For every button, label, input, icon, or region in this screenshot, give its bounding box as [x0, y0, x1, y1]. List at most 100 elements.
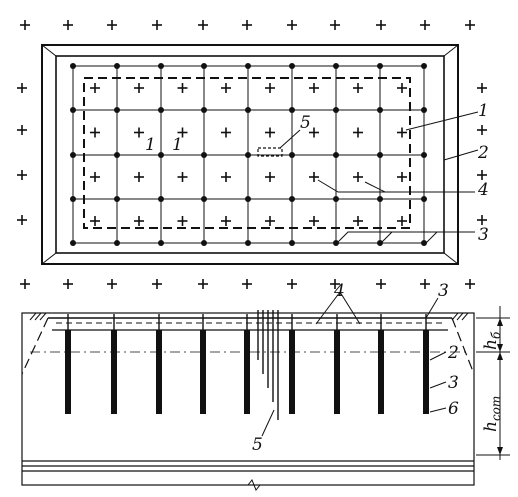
pile-node: [377, 63, 383, 69]
inner-frame: [55, 55, 445, 254]
dimension-arrow: [497, 447, 503, 455]
callout-5: 5: [300, 113, 311, 133]
svg-text:hcom: hcom: [481, 396, 503, 432]
callout-2: 2: [477, 143, 489, 163]
pile-node: [158, 152, 164, 158]
section-view: 4 3 2 3 6 5 hб hcom: [21, 281, 510, 491]
leader-1: [405, 111, 479, 131]
pile-node: [158, 107, 164, 113]
leader-2: [443, 149, 479, 161]
pile-node: [377, 240, 383, 246]
pile-node: [70, 240, 76, 246]
section-mark-left: 1: [145, 135, 156, 155]
pile-node: [114, 152, 120, 158]
pile-node: [333, 63, 339, 69]
pile-node: [70, 107, 76, 113]
frame-corner: [41, 252, 57, 265]
pile-node: [421, 63, 427, 69]
pile-node: [289, 63, 295, 69]
inner-crosses: [90, 83, 407, 226]
callout-4: 4: [477, 180, 489, 200]
pile-node: [114, 63, 120, 69]
frame-corner: [443, 252, 459, 265]
slope-right: [451, 317, 475, 375]
leader-4b: [364, 181, 386, 193]
pile: [244, 330, 250, 414]
surrounding-crosses: [17, 20, 487, 225]
callout-1: 1: [478, 101, 489, 121]
section-callout-3: 3: [448, 373, 459, 393]
pile-node: [333, 240, 339, 246]
dimension-label-hcom: hcom: [481, 396, 503, 432]
leader-4-left: [315, 291, 341, 325]
pile-node: [421, 240, 427, 246]
pile: [65, 330, 71, 414]
pile-node: [158, 240, 164, 246]
pile-node: [421, 107, 427, 113]
outer-frame: [41, 44, 459, 265]
ground-hatch-right: [451, 312, 469, 321]
pile-node: [289, 240, 295, 246]
piles: [65, 310, 429, 420]
pile: [156, 330, 162, 414]
pile-node: [421, 196, 427, 202]
pile-nodes: [70, 63, 427, 246]
pile-node: [70, 152, 76, 158]
pile: [289, 330, 295, 414]
pile-node: [245, 152, 251, 158]
pile: [334, 330, 340, 414]
callout-3: 3: [478, 225, 489, 245]
pile-node: [245, 63, 251, 69]
leader-2: [429, 351, 447, 361]
section-callout-6: 6: [448, 399, 459, 419]
pile-node: [377, 196, 383, 202]
pile-node: [377, 107, 383, 113]
leader-5: [261, 409, 275, 437]
pile: [200, 330, 206, 414]
leader-6: [429, 407, 447, 413]
pile-node: [201, 63, 207, 69]
section-callout-2: 2: [447, 343, 459, 363]
pile-node: [158, 196, 164, 202]
leader-5: [279, 129, 301, 149]
pile-node: [333, 196, 339, 202]
leader-4-right: [339, 291, 361, 325]
pile-node: [158, 63, 164, 69]
section-callout-3-top: 3: [438, 281, 449, 301]
dimension-arrow: [497, 344, 503, 352]
pile-node: [377, 152, 383, 158]
pile-node: [201, 240, 207, 246]
pile-node: [114, 240, 120, 246]
leader-3: [336, 231, 475, 244]
pile-node: [289, 107, 295, 113]
pile-node: [421, 152, 427, 158]
pile-node: [333, 152, 339, 158]
dimension-arrow: [497, 318, 503, 326]
break-symbol: [247, 479, 261, 491]
dimension-arrow: [497, 352, 503, 360]
svg-text:hб: hб: [481, 331, 503, 350]
pile-node: [245, 240, 251, 246]
pile-node: [333, 107, 339, 113]
pile-node: [70, 196, 76, 202]
detail-5-marker: [257, 147, 283, 157]
pile-node: [289, 152, 295, 158]
pile-node: [114, 107, 120, 113]
pile-node: [114, 196, 120, 202]
pile-node: [201, 107, 207, 113]
pile-node: [201, 152, 207, 158]
pile: [111, 330, 117, 414]
leader-3b: [380, 231, 393, 244]
ground-hatch-left: [29, 312, 47, 321]
separator-crosses: [20, 279, 475, 289]
section-callout-5: 5: [252, 435, 263, 455]
pile-node: [245, 107, 251, 113]
plan-view: 1 2 4 3 5 1 1: [17, 20, 489, 265]
pile: [423, 330, 429, 414]
leader-4: [317, 179, 475, 193]
section-callout-4: 4: [333, 281, 345, 301]
pile-node: [201, 196, 207, 202]
frame-corner: [443, 44, 459, 57]
